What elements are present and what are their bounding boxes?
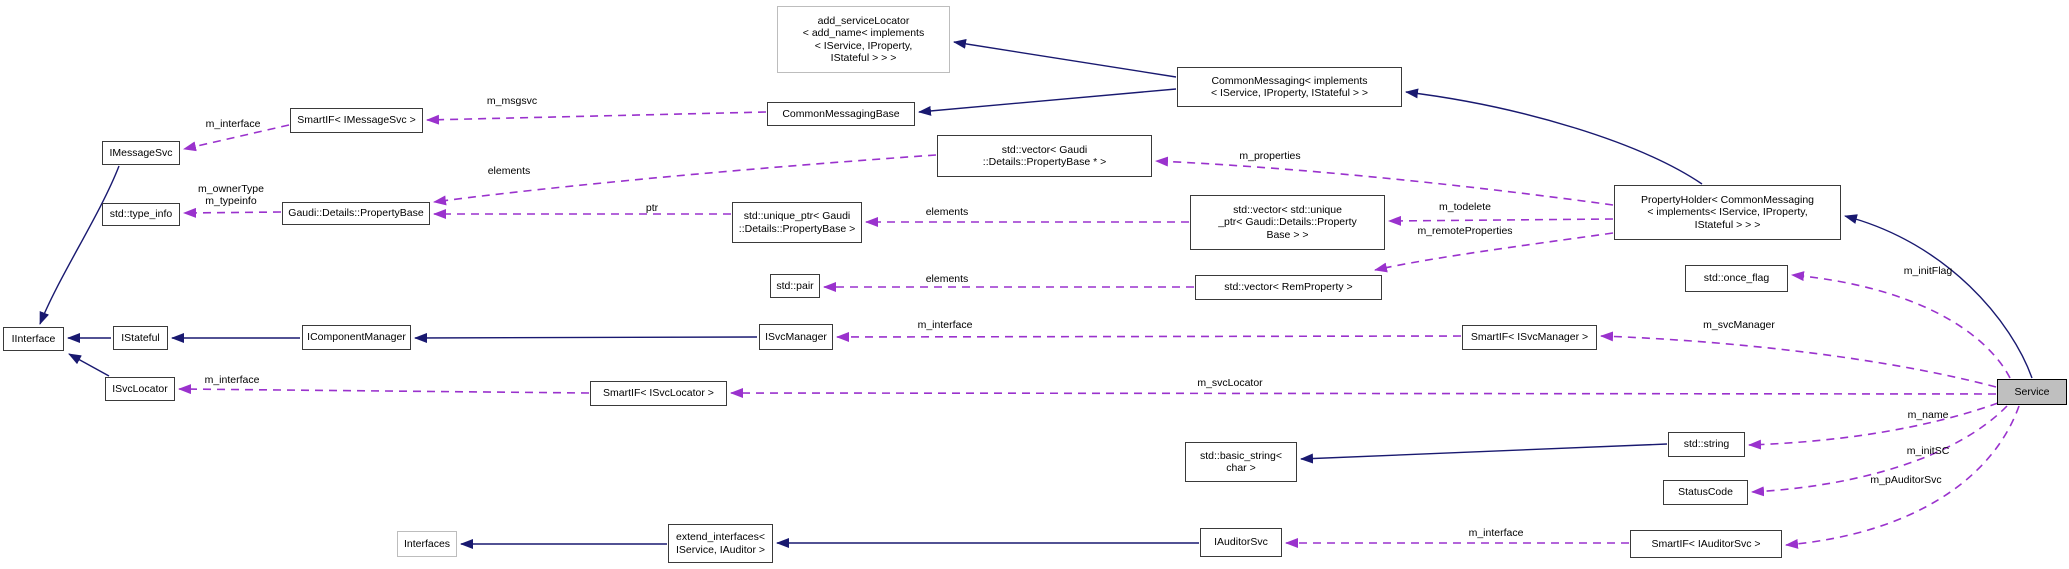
node-commonmessagingbase[interactable]: CommonMessagingBase — [767, 102, 915, 126]
edge-use-m-name — [1748, 402, 1999, 450]
edge-inherit-service-propertyholder — [1844, 214, 2033, 379]
node-gaudi-details-propertybase[interactable]: Gaudi::Details::PropertyBase — [282, 202, 430, 225]
edge-label-m-name: m_name — [1907, 409, 1949, 421]
node-isvcmanager[interactable]: ISvcManager — [759, 324, 833, 350]
edge-inherit-commonmessaging-commonmessagingbase — [918, 88, 1177, 116]
edge-label-elements-propertybase: elements — [487, 165, 531, 177]
node-std-string[interactable]: std::string — [1668, 432, 1745, 457]
edge-label-m-svclocator: m_svcLocator — [1197, 377, 1263, 389]
edge-use-m-initflag — [1791, 271, 2011, 379]
edge-label-m-pauditorsvc: m_pAuditorSvc — [1870, 474, 1942, 486]
edge-use-m-remoteproperties — [1374, 232, 1614, 273]
edge-inherit-isvclocator-iinterface — [68, 353, 110, 377]
node-isvclocator[interactable]: ISvcLocator — [105, 377, 175, 401]
node-smartif-isvcmanager[interactable]: SmartIF< ISvcManager > — [1462, 325, 1597, 350]
edge-label-elements-pair: elements — [925, 273, 969, 285]
edge-use-m-interface-isvclocator — [178, 384, 590, 395]
node-smartif-imessagesvc[interactable]: SmartIF< IMessageSvc > — [290, 108, 423, 133]
node-std-vector-unique-ptr[interactable]: std::vector< std::unique _ptr< Gaudi::De… — [1190, 195, 1385, 250]
node-smartif-iauditorsvc[interactable]: SmartIF< IAuditorSvc > — [1630, 530, 1782, 558]
node-imessagesvc[interactable]: IMessageSvc — [102, 141, 180, 165]
edge-inherit-isvcmanager-icomponentmanager — [414, 332, 758, 343]
edge-label-m-interface-imessagesvc: m_interface — [205, 118, 261, 130]
node-statuscode[interactable]: StatusCode — [1663, 480, 1748, 505]
node-service: Service — [1997, 379, 2067, 405]
edge-inherit-stdstring-basicstring — [1300, 443, 1668, 464]
edge-inherit-commonmessaging-addservicelocator — [953, 38, 1177, 78]
edge-label-m-initflag: m_initFlag — [1903, 265, 1953, 277]
node-std-pair[interactable]: std::pair — [770, 274, 820, 298]
node-commonmessaging[interactable]: CommonMessaging< implements < IService, … — [1177, 67, 1402, 107]
node-smartif-isvclocator[interactable]: SmartIF< ISvcLocator > — [590, 381, 727, 406]
node-std-unique-ptr-propertybase[interactable]: std::unique_ptr< Gaudi ::Details::Proper… — [732, 202, 862, 243]
edge-use-m-interface-isvcmanager — [836, 331, 1462, 342]
node-interfaces[interactable]: Interfaces — [397, 531, 457, 557]
edge-inherit-imessagesvc-iinterface — [39, 165, 120, 325]
edge-label-m-interface-isvclocator: m_interface — [204, 374, 260, 386]
node-std-vector-propertybase-ptr[interactable]: std::vector< Gaudi ::Details::PropertyBa… — [937, 135, 1152, 177]
edge-label-m-properties: m_properties — [1239, 150, 1301, 162]
edge-use-m-pauditorsvc — [1785, 405, 2020, 549]
node-std-type-info[interactable]: std::type_info — [102, 203, 180, 226]
edge-label-m-todelete: m_todelete — [1439, 201, 1491, 213]
node-std-once-flag[interactable]: std::once_flag — [1685, 265, 1788, 292]
edge-label-elements-uniqueptr: elements — [925, 206, 969, 218]
node-propertyholder[interactable]: PropertyHolder< CommonMessaging < implem… — [1614, 185, 1841, 240]
node-istateful[interactable]: IStateful — [113, 326, 168, 350]
edge-use-m-svcmanager — [1600, 331, 1997, 388]
edge-use-m-msgsvc — [426, 111, 767, 125]
edge-label-m-interface-iauditorsvc: m_interface — [1468, 527, 1524, 539]
node-std-basic-string[interactable]: std::basic_string< char > — [1185, 442, 1297, 482]
node-icomponentmanager[interactable]: IComponentManager — [302, 325, 411, 350]
edge-use-m-interface-imessagesvc — [183, 124, 290, 152]
edge-use-m-svclocator — [730, 388, 1997, 399]
edge-label-ptr: ptr — [645, 202, 659, 214]
node-extend-interfaces[interactable]: extend_interfaces< IService, IAuditor > — [668, 524, 773, 563]
edge-use-elements-vectorptr-propertybase — [433, 154, 937, 206]
edge-use-m-ownertype-typeinfo — [183, 207, 282, 218]
edge-use-m-properties — [1155, 156, 1614, 206]
node-iauditorsvc[interactable]: IAuditorSvc — [1200, 528, 1282, 557]
edge-label-m-initsc: m_initSC — [1906, 445, 1950, 457]
node-iinterface[interactable]: IInterface — [3, 327, 64, 351]
edge-label-m-remoteproperties: m_remoteProperties — [1417, 225, 1513, 237]
edge-label-m-svcmanager: m_svcManager — [1703, 319, 1775, 331]
edge-use-m-todelete — [1388, 215, 1614, 226]
node-add-servicelocator[interactable]: add_serviceLocator < add_name< implement… — [777, 6, 950, 73]
edge-label-m-msgsvc: m_msgsvc — [486, 95, 538, 107]
edge-label-m-ownertype-typeinfo: m_ownerType m_typeinfo — [198, 183, 264, 207]
node-std-vector-remproperty[interactable]: std::vector< RemProperty > — [1195, 275, 1382, 300]
edge-label-m-interface-isvcmanager: m_interface — [917, 319, 973, 331]
edge-inherit-propertyholder-commonmessaging — [1405, 88, 1703, 185]
